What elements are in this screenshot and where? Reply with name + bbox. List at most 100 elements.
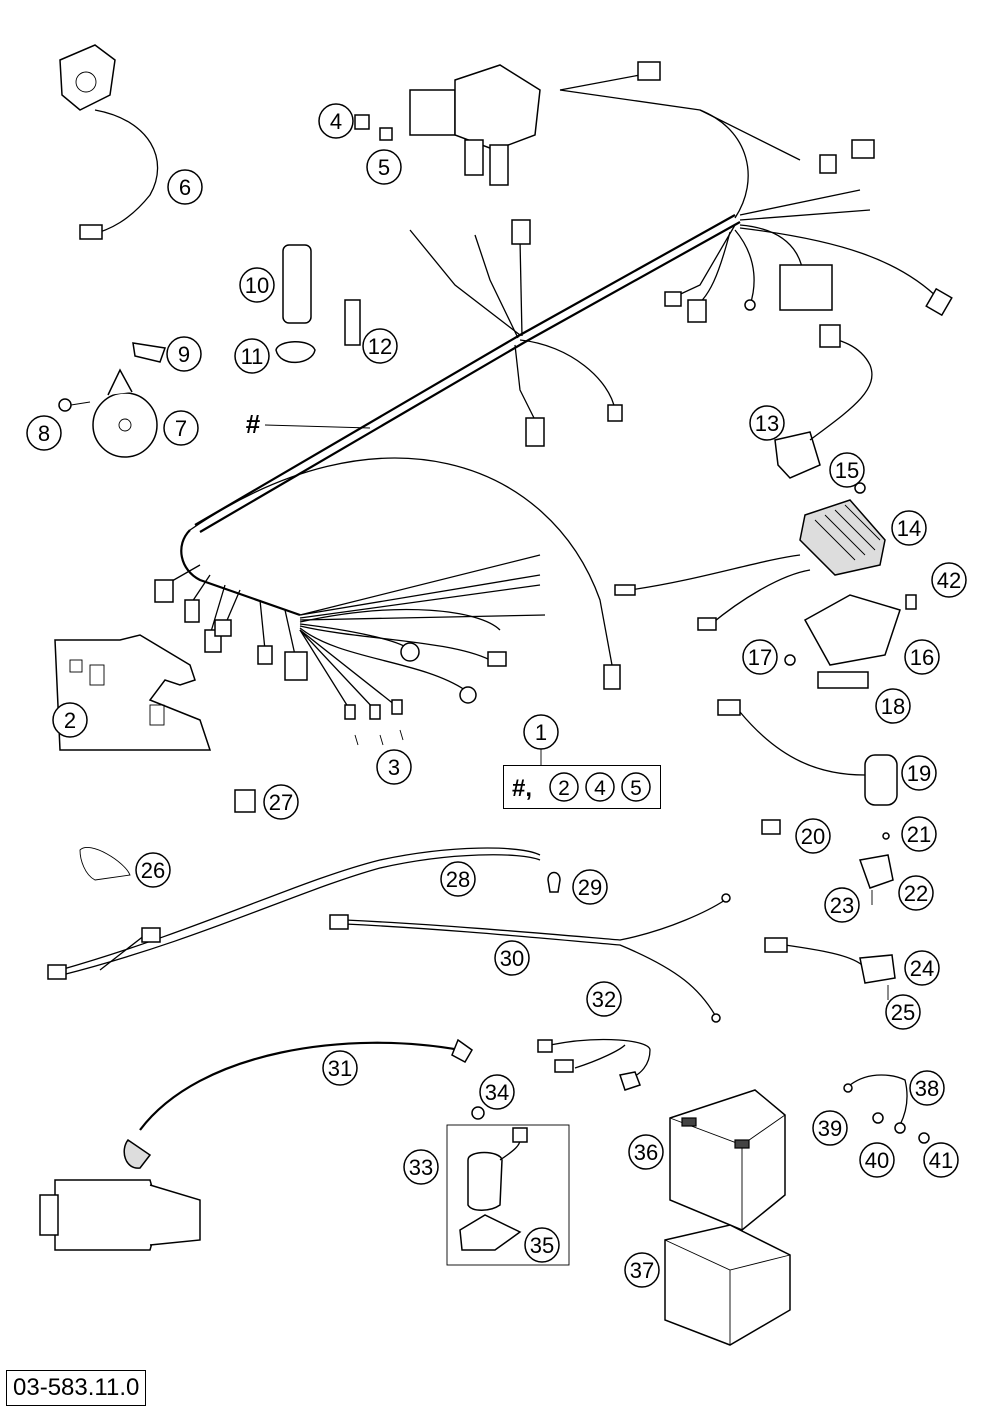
callout-26: 26 bbox=[135, 852, 171, 888]
callout-label: 22 bbox=[904, 881, 928, 906]
callout-label: 28 bbox=[446, 867, 470, 892]
callout-14: 14 bbox=[891, 510, 927, 546]
part-19-handlebar-switch bbox=[717, 699, 898, 835]
part-31-starter-cable bbox=[123, 1038, 473, 1169]
callout-36: 36 bbox=[628, 1134, 664, 1170]
callout-label: 19 bbox=[907, 761, 931, 786]
callout-41: 41 bbox=[923, 1142, 959, 1178]
callout-label: 37 bbox=[630, 1258, 654, 1283]
callout-22: 22 bbox=[898, 875, 934, 911]
callout-10: 10 bbox=[239, 267, 275, 303]
callout-21: 21 bbox=[901, 816, 937, 852]
part-24-switch bbox=[764, 937, 896, 1000]
callout-label: 15 bbox=[835, 458, 859, 483]
callout-35: 35 bbox=[524, 1227, 560, 1263]
callout-label: 21 bbox=[907, 822, 931, 847]
callout-18: 18 bbox=[875, 688, 911, 724]
callout-5: 5 bbox=[366, 149, 402, 185]
callout-label: 9 bbox=[178, 342, 190, 367]
callout-23: 23 bbox=[824, 887, 860, 923]
callout-4: 4 bbox=[318, 103, 354, 139]
callout-1: 1 bbox=[523, 714, 559, 750]
callout-16: 16 bbox=[904, 639, 940, 675]
main-wiring-harness bbox=[154, 61, 953, 746]
callout-label: 11 bbox=[241, 344, 264, 369]
callout-17: 17 bbox=[742, 639, 778, 675]
callout-31: 31 bbox=[322, 1050, 358, 1086]
part-14-voltage-regulator bbox=[614, 482, 886, 631]
drawing-number: 03-583.11.0 bbox=[6, 1370, 147, 1406]
callout-8: 8 bbox=[26, 415, 62, 451]
callout-label: 39 bbox=[818, 1116, 842, 1141]
harness-marker: # bbox=[246, 409, 261, 439]
callout-label: 34 bbox=[485, 1080, 509, 1105]
callout-label: 17 bbox=[748, 645, 772, 670]
callout-label: 38 bbox=[915, 1076, 939, 1101]
callout-label: 24 bbox=[910, 956, 934, 981]
callout-2: 2 bbox=[52, 702, 88, 738]
callout-label: 29 bbox=[578, 875, 602, 900]
callout-label: 26 bbox=[141, 858, 165, 883]
callout-15: 15 bbox=[829, 452, 865, 488]
callout-label: 31 bbox=[328, 1056, 352, 1081]
callout-label: 13 bbox=[755, 411, 779, 436]
callouts: 1 2 3 4 5 6 7 8 9 10 11 12 13 14 15 16 1… bbox=[26, 103, 967, 1288]
callout-label: 27 bbox=[269, 790, 293, 815]
callout-label: 8 bbox=[38, 421, 50, 446]
callout-27: 27 bbox=[263, 784, 299, 820]
callout-label: 41 bbox=[929, 1148, 953, 1173]
callout-label: 40 bbox=[865, 1148, 889, 1173]
callout-label: 7 bbox=[175, 416, 187, 441]
callout-9: 9 bbox=[166, 336, 202, 372]
part-26-cable-tie bbox=[79, 847, 131, 881]
callout-label: 3 bbox=[388, 755, 400, 780]
callout-label: 14 bbox=[897, 516, 921, 541]
callout-label: 12 bbox=[368, 334, 392, 359]
kit-item-label: 5 bbox=[630, 777, 642, 800]
callout-label: 5 bbox=[378, 155, 390, 180]
callout-label: 20 bbox=[801, 824, 825, 849]
callout-37: 37 bbox=[624, 1252, 660, 1288]
kit-item-label: 2 bbox=[558, 777, 570, 800]
callout-3: 3 bbox=[376, 749, 412, 785]
callout-label: 18 bbox=[881, 694, 905, 719]
kit-contents-graphic: #, 2 4 5 bbox=[512, 772, 651, 802]
callout-label: 1 bbox=[535, 720, 547, 745]
callout-30: 30 bbox=[494, 940, 530, 976]
callout-29: 29 bbox=[572, 869, 608, 905]
callout-label: 4 bbox=[330, 109, 342, 134]
callout-label: 36 bbox=[634, 1140, 658, 1165]
callout-33: 33 bbox=[403, 1149, 439, 1185]
part-22-sensor bbox=[858, 832, 894, 905]
callout-label: 23 bbox=[830, 893, 854, 918]
part-13-connector bbox=[774, 324, 873, 479]
callout-39: 39 bbox=[812, 1110, 848, 1146]
part-6-switch-cable bbox=[59, 44, 159, 240]
callout-28: 28 bbox=[440, 861, 476, 897]
callout-20: 20 bbox=[795, 818, 831, 854]
part-16-mounting-plate bbox=[784, 594, 917, 689]
callout-19: 19 bbox=[901, 755, 937, 791]
callout-6: 6 bbox=[167, 169, 203, 205]
callout-label: 32 bbox=[592, 987, 616, 1012]
kit-item-label: 4 bbox=[594, 777, 606, 800]
starter-motor bbox=[39, 1179, 201, 1251]
callout-label: 10 bbox=[245, 273, 269, 298]
part-30-cable bbox=[329, 893, 731, 1023]
callout-12: 12 bbox=[362, 328, 398, 364]
callout-13: 13 bbox=[749, 405, 785, 441]
part-32-cable bbox=[537, 1038, 651, 1091]
kit-item-4: 4 bbox=[585, 772, 615, 802]
part-4-5-connector-blocks bbox=[354, 64, 541, 186]
part-2-harness-bracket bbox=[54, 634, 212, 751]
callout-24: 24 bbox=[904, 950, 940, 986]
part-27-relay bbox=[234, 789, 256, 813]
callout-label: 16 bbox=[910, 645, 934, 670]
callout-label: 42 bbox=[937, 568, 961, 593]
part-28-cable-bulb bbox=[47, 847, 561, 980]
callout-38: 38 bbox=[909, 1070, 945, 1106]
part-10-ignition-coil bbox=[275, 244, 361, 364]
callout-32: 32 bbox=[586, 981, 622, 1017]
part-38-battery-cable bbox=[843, 1074, 930, 1144]
callout-label: 25 bbox=[891, 1000, 915, 1025]
